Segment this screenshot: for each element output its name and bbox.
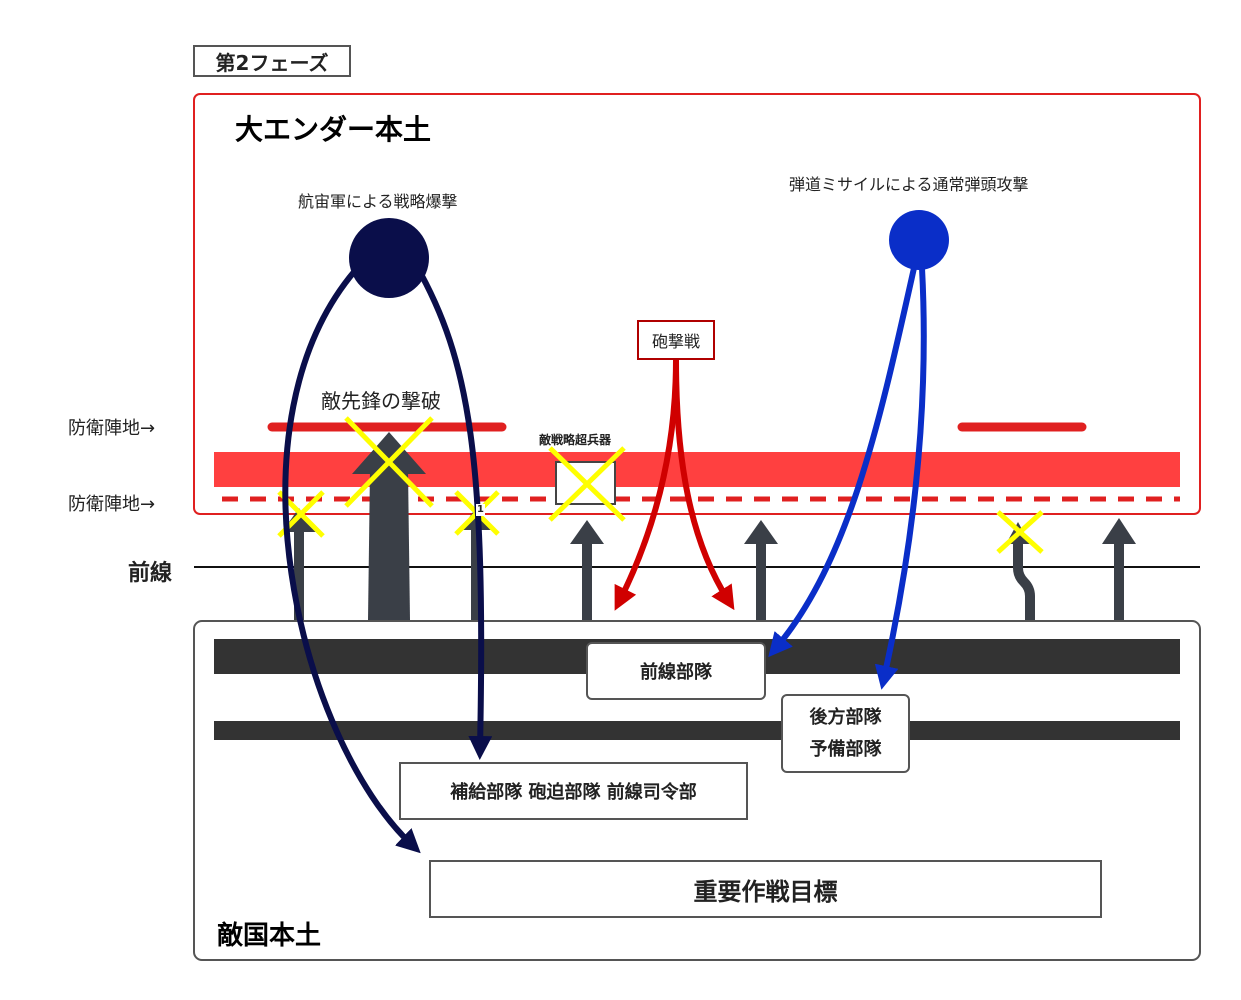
front-units-label: 前線部隊	[640, 662, 712, 683]
reserve-units-label: 予備部隊	[809, 738, 882, 760]
marker-number: 1	[476, 504, 485, 516]
bombing-label: 航宙軍による戦略爆撃	[298, 192, 458, 211]
bombing-origin	[349, 218, 429, 298]
rear-units-box: 後方部隊 予備部隊	[781, 694, 910, 773]
enemy-advance-arrows	[282, 432, 1136, 620]
support-units-box: 補給部隊 砲迫部隊 前線司令部	[399, 762, 748, 820]
missile-route	[768, 267, 927, 690]
artillery-arrows	[614, 359, 735, 611]
enemy-arrow-5	[744, 520, 778, 620]
missile-label: 弾道ミサイルによる通常弾頭攻撃	[789, 175, 1029, 194]
bombing-route	[282, 262, 493, 854]
enemy-land-title: 敵国本土	[217, 921, 322, 951]
vanguard-label: 敵先鋒の撃破	[321, 389, 441, 413]
rear-units-label: 後方部隊	[809, 706, 882, 728]
missile-origin	[889, 210, 949, 270]
artillery-arrow-right	[673, 359, 735, 611]
defense-line-lower-label: 防衛陣地→	[68, 494, 156, 515]
cross-mark-large	[344, 416, 434, 508]
cross-mark-6	[996, 510, 1044, 554]
road-lower	[214, 721, 1180, 740]
front-line-label: 前線	[128, 561, 173, 586]
missile-arrow-rear	[874, 267, 927, 690]
enemy-arrow-7	[1102, 518, 1136, 620]
phase-label: 第2フェーズ	[193, 45, 351, 77]
enemy-arrow-4	[570, 520, 604, 620]
bombing-arrow-inner	[413, 263, 493, 760]
defense-line-upper-label: 防衛陣地→	[68, 418, 156, 439]
enemy-arrow-large	[352, 432, 426, 620]
bombing-arrow-outer	[282, 262, 421, 854]
homeland-frame	[193, 93, 1201, 515]
superweapon-label: 敵戦略超兵器	[539, 433, 612, 447]
artillery-label-box: 砲撃戦	[637, 320, 715, 360]
support-units-label: 補給部隊 砲迫部隊 前線司令部	[450, 782, 697, 803]
front-units-box: 前線部隊	[586, 642, 766, 700]
objective-box: 重要作戦目標	[429, 860, 1102, 918]
missile-arrow-front	[768, 267, 917, 658]
artillery-label: 砲撃戦	[651, 332, 700, 351]
homeland-title: 大エンダー本土	[235, 113, 432, 146]
enemy-land-frame	[193, 620, 1201, 961]
cross-mark-superweapon	[548, 446, 626, 522]
objective-label: 重要作戦目標	[693, 877, 838, 906]
